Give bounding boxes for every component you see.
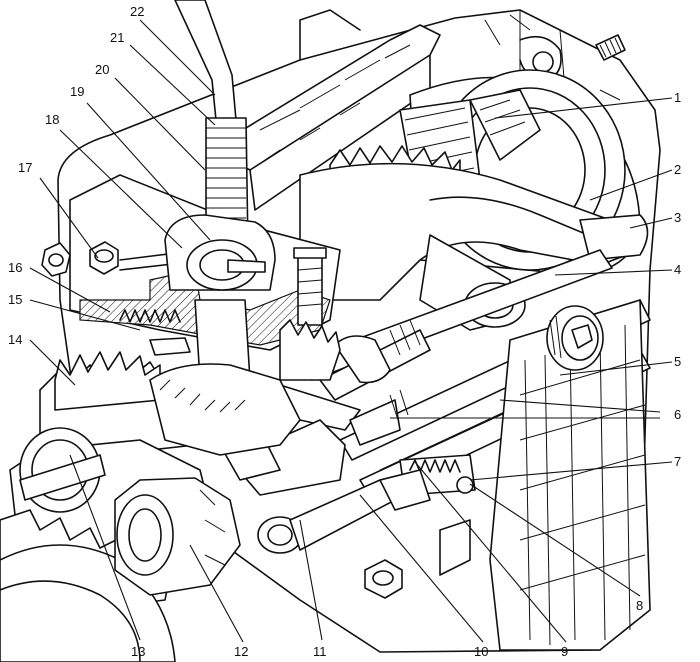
shift-shaft: [319, 319, 431, 446]
callout-11: 11: [313, 644, 327, 659]
callout-9: 9: [561, 644, 568, 659]
callout-19: 19: [70, 84, 84, 99]
callout-16: 16: [8, 260, 22, 275]
callout-10: 10: [474, 644, 488, 659]
callout-18: 18: [45, 112, 59, 127]
gear-teeth-middle: [279, 319, 341, 381]
lever-ball-joint: [164, 214, 276, 381]
selector-shaft-end: [257, 469, 431, 554]
callout-21: 21: [110, 30, 124, 45]
callout-14: 14: [8, 332, 22, 347]
callout-labels: 1 2 3 4 5 6 7 8 9 10 11 12 13 14 15 16 1…: [8, 4, 681, 659]
callout-2: 2: [674, 162, 681, 177]
callout-22: 22: [130, 4, 144, 19]
central-gear: [149, 363, 301, 456]
ribbed-casing: [489, 299, 651, 651]
callout-20: 20: [95, 62, 109, 77]
lower-nut: [364, 559, 403, 599]
leader-lines: [29, 19, 673, 643]
callout-4: 4: [674, 262, 681, 277]
callout-17: 17: [18, 160, 32, 175]
callout-15: 15: [8, 292, 22, 307]
callout-13: 13: [131, 644, 145, 659]
idler-gear: [114, 477, 241, 596]
callout-3: 3: [674, 210, 681, 225]
shift-rail-top: [209, 24, 441, 211]
callout-1: 1: [674, 90, 681, 105]
housing-stud: [595, 34, 626, 61]
cover-nut: [41, 241, 119, 277]
callout-8: 8: [636, 598, 643, 613]
cover-stud: [293, 247, 327, 326]
callout-7: 7: [674, 454, 681, 469]
filler-plug: [546, 305, 604, 371]
detent-spring: [119, 309, 191, 356]
callout-5: 5: [674, 354, 681, 369]
callout-12: 12: [234, 644, 248, 659]
callout-6: 6: [674, 407, 681, 422]
